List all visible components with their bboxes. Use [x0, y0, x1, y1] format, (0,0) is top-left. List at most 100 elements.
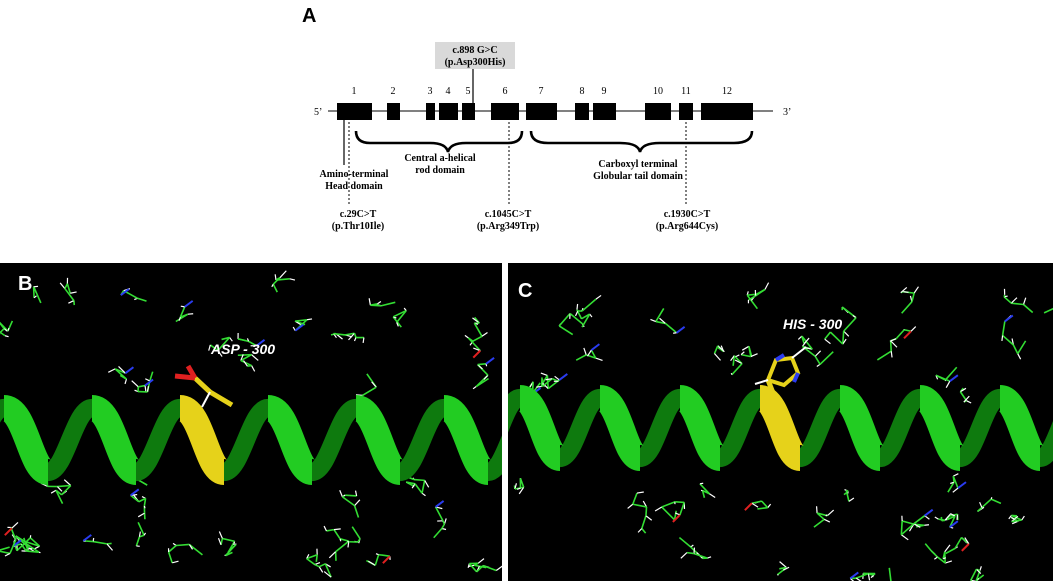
hydrogen-bond-stick — [4, 552, 11, 557]
hydrogen-bond-stick — [910, 326, 917, 332]
exon-8 — [575, 103, 589, 120]
top-variant-p: (p.Asp300His) — [445, 57, 506, 68]
side-chain-bond — [392, 309, 407, 318]
side-chain-bond — [942, 551, 946, 559]
side-chain-bond — [341, 496, 356, 507]
hydrogen-bond-stick — [963, 395, 970, 403]
hydrogen-bond-stick — [589, 313, 593, 318]
hydrogen-bond-stick — [595, 357, 603, 362]
side-chain-bond — [222, 537, 235, 543]
hydrogen-bond-stick — [945, 380, 951, 389]
hydrogen-bond-stick — [680, 552, 688, 559]
hydrogen-bond-stick — [131, 380, 139, 388]
exon-number-8: 8 — [580, 86, 585, 97]
side-chain-bond — [60, 484, 72, 496]
side-chain-bond — [351, 526, 361, 540]
nitrogen-stick — [590, 343, 600, 351]
side-chain-bond — [1012, 344, 1019, 355]
hydrogen-bond-stick — [950, 513, 956, 517]
nitrogen-stick — [957, 481, 967, 489]
side-chain-bond — [294, 318, 308, 322]
side-chain-bond — [819, 351, 834, 365]
tail-domain-line1: Carboxyl terminal — [598, 159, 677, 170]
side-chain-bond — [414, 483, 423, 494]
helix-front-strand — [596, 385, 646, 471]
side-chain-bond — [813, 518, 825, 528]
side-chain-bond — [713, 345, 719, 354]
side-chain-bond — [843, 317, 857, 332]
hydrogen-bond-stick — [11, 522, 19, 529]
panel-c-letter: C — [518, 280, 532, 302]
side-chain-bond — [558, 312, 571, 327]
side-chain-bond — [326, 528, 335, 532]
exon-3 — [426, 103, 435, 120]
side-chain-bond — [0, 550, 11, 555]
exon-numbers: 1 2 3 4 5 6 7 8 9 10 11 12 — [352, 86, 733, 97]
variant-3-p: (p.Arg644Cys) — [656, 221, 719, 232]
hydrogen-bond-stick — [1008, 515, 1012, 520]
side-chain-bond — [114, 368, 126, 374]
side-chain-bond — [911, 292, 915, 302]
side-chain-bond — [442, 520, 446, 525]
side-chain-bond — [168, 544, 177, 553]
side-chain-bond — [661, 506, 676, 521]
side-chain-bond — [776, 569, 784, 576]
side-chain-bond — [137, 297, 147, 302]
hydrogen-bond-stick — [306, 554, 310, 559]
helix-back-strand — [710, 388, 770, 468]
side-chain-bond — [339, 538, 349, 542]
rod-domain-line1: Central a-helical — [404, 153, 476, 164]
side-chain-bond — [901, 520, 914, 525]
hydrogen-bond-stick — [28, 547, 35, 552]
nitrogen-stick — [294, 323, 304, 332]
his-nitrogen-2 — [792, 372, 800, 383]
hydrogen-bond-stick — [913, 523, 921, 528]
exon-blocks — [337, 103, 753, 120]
side-chain-bond — [333, 529, 341, 540]
side-chain-bond — [0, 331, 6, 337]
top-variant-c: c.898 G>C — [452, 45, 497, 56]
hydrogen-bond-stick — [233, 541, 236, 546]
exon-11 — [679, 103, 693, 120]
side-chain-bond — [542, 378, 553, 387]
hydrogen-bond-stick — [844, 489, 847, 491]
helix-back-strand — [790, 388, 850, 468]
variant-3-c: c.1930C>T — [664, 209, 711, 220]
tail-domain-brace — [529, 130, 754, 153]
hydrogen-bond-stick — [271, 283, 274, 288]
side-chain-bond — [176, 543, 190, 547]
hydrogen-bond-stick — [825, 514, 828, 517]
hydrogen-bond-stick — [396, 322, 399, 327]
side-chain-bond — [180, 313, 189, 318]
side-chain-bond — [55, 489, 62, 496]
side-chain-bond — [952, 475, 959, 489]
hydrogen-bond-stick — [540, 372, 548, 377]
hydrogen-bond-stick — [124, 378, 128, 385]
side-chain-bond — [92, 540, 108, 545]
hydrogen-bond-stick — [975, 568, 982, 574]
helix-front-strand — [996, 385, 1046, 471]
hydrogen-bond-stick — [70, 291, 77, 294]
side-chain-bond — [20, 543, 27, 552]
side-chain-bond — [645, 506, 648, 516]
side-chain-bond — [590, 349, 597, 359]
helix-back-strand — [478, 435, 502, 482]
side-chain-bond — [25, 542, 40, 553]
hydrogen-bond-stick — [411, 483, 416, 489]
side-chain-bond — [1001, 321, 1006, 336]
helix-front-strand — [756, 385, 806, 471]
side-chain-bond — [701, 490, 706, 498]
hydrogen-bond-stick — [659, 317, 666, 324]
hydrogen-bond-stick — [901, 534, 909, 541]
three-prime-label: 3’ — [783, 107, 791, 118]
side-chain-bond — [740, 353, 752, 358]
side-chain-bond — [747, 293, 757, 296]
hydrogen-bond-stick — [368, 298, 371, 306]
hydrogen-bond-stick — [964, 537, 970, 545]
exon-number-9: 9 — [602, 86, 607, 97]
hydrogen-bond-stick — [323, 571, 332, 578]
hydrogen-bond-stick — [477, 558, 485, 564]
hydrogen-bond-stick — [208, 344, 211, 351]
rod-domain-brace — [354, 130, 524, 153]
hydrogen-bond-stick — [826, 509, 835, 517]
